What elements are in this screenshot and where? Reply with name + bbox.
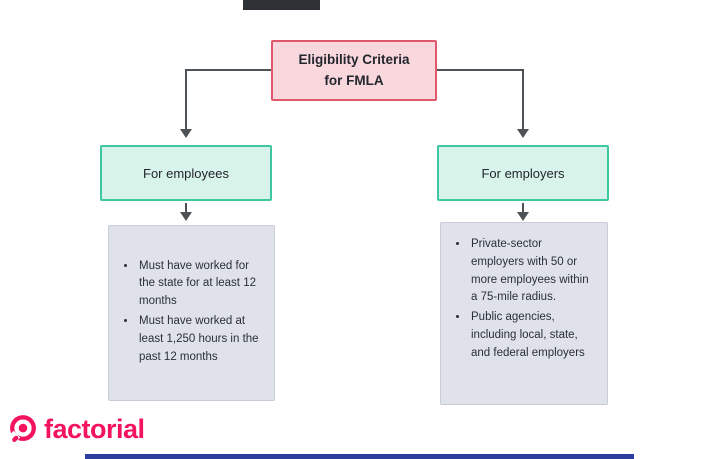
branch-node-employers: For employers: [437, 145, 609, 201]
root-node-label-line1: Eligibility Criteria: [298, 51, 410, 67]
connector-employers-stub: [522, 203, 524, 213]
arrowhead-right-icon: [517, 129, 529, 138]
employees-bullet-item: Must have worked at least 1,250 hours in…: [137, 313, 264, 366]
connector-left-horizontal: [186, 69, 271, 71]
employees-detail-box: Must have worked for the state for at le…: [108, 225, 275, 401]
employees-bullet-item: Must have worked for the state for at le…: [137, 258, 264, 311]
employers-bullet-item: Private-sector employers with 50 or more…: [469, 236, 597, 307]
employers-bullet-list: Private-sector employers with 50 or more…: [441, 236, 607, 363]
connector-right-vertical: [522, 69, 524, 130]
employers-bullet-item: Public agencies, including local, state,…: [469, 309, 597, 362]
connector-employees-stub: [185, 203, 187, 213]
branch-node-employees: For employees: [100, 145, 272, 201]
factorial-logo-text: factorial: [44, 413, 145, 444]
factorial-logo: factorial: [8, 411, 145, 447]
root-node-label-line2: for FMLA: [324, 72, 384, 88]
branch-node-employees-label: For employees: [143, 165, 229, 181]
employers-detail-box: Private-sector employers with 50 or more…: [440, 222, 608, 405]
cropped-bottom-bar: [85, 454, 634, 459]
arrowhead-employees-icon: [180, 212, 192, 221]
cropped-top-block: [243, 0, 320, 10]
root-node-eligibility-criteria: Eligibility Criteria for FMLA: [271, 40, 437, 101]
connector-right-horizontal: [437, 69, 523, 71]
arrowhead-employers-icon: [517, 212, 529, 221]
connector-left-vertical: [185, 69, 187, 130]
branch-node-employers-label: For employers: [481, 165, 565, 181]
factorial-logo-icon: [8, 414, 38, 444]
arrowhead-left-icon: [180, 129, 192, 138]
employees-bullet-list: Must have worked for the state for at le…: [109, 258, 274, 369]
